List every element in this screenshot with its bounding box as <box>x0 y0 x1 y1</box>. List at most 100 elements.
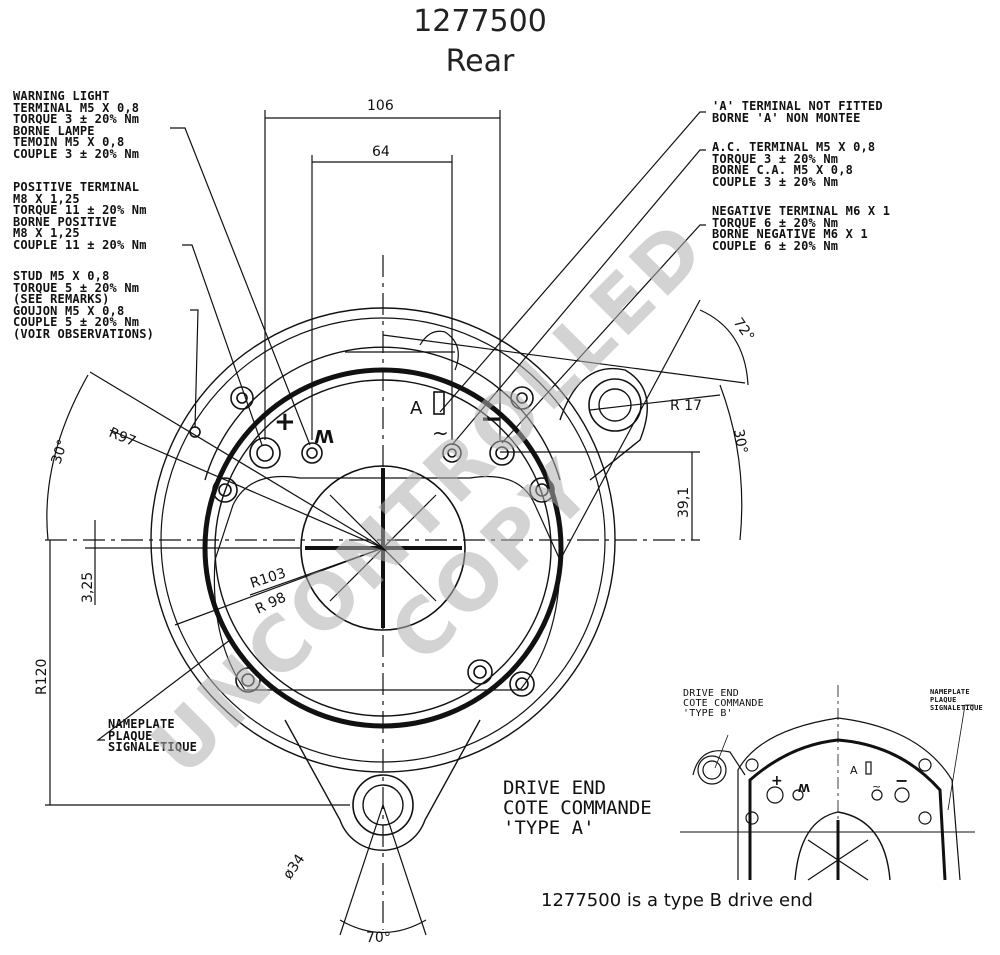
warning-light-note: WARNING LIGHT TERMINAL M5 X 0,8 TORQUE 3… <box>13 89 140 161</box>
negative-terminal-note: NEGATIVE TERMINAL M6 X 1 TORQUE 6 ± 20% … <box>712 204 891 253</box>
nameplate-leader <box>96 639 231 741</box>
positive-leader <box>182 244 263 446</box>
bolt-bottom-mid-inner <box>473 665 487 679</box>
inset-ac-terminal <box>871 789 883 801</box>
negative-terminal <box>489 440 515 466</box>
dim-106-label: 106 <box>367 98 394 114</box>
w-symbol: W <box>314 425 334 446</box>
bottom-lug <box>284 719 481 851</box>
ac-terminal-note: A.C. TERMINAL M5 X 0,8 TORQUE 3 ± 20% Nm… <box>712 140 876 189</box>
angle-30-left-label: 30° <box>49 438 72 467</box>
right-hole <box>598 388 632 422</box>
bolt-top-right <box>510 386 534 410</box>
r103-label: R103 <box>248 565 288 591</box>
inset-bolt-3 <box>745 811 759 825</box>
inset-plus-symbol: + <box>771 773 783 789</box>
angle-72-label: 72° <box>730 315 757 345</box>
inset-bolt-4 <box>918 811 932 825</box>
angle-30-left-line <box>89 371 384 549</box>
r97-leader <box>109 429 384 549</box>
right-lug <box>559 367 648 481</box>
dia34-label: ø34 <box>280 851 308 882</box>
housing-outer-circle <box>150 307 616 773</box>
bolt-bottom-right <box>509 671 535 697</box>
inset-lug <box>692 750 746 776</box>
inset-nameplate-label: NAMEPLATE PLAQUE SIGNALETIQUE <box>930 688 983 712</box>
dim-64-label: 64 <box>372 144 390 160</box>
warning-leader <box>170 127 311 446</box>
drive-end-type-a: DRIVE END COTE COMMANDE 'TYPE A' <box>503 777 652 839</box>
r97-label: R97 <box>107 425 139 450</box>
a-symbol: A <box>410 398 423 419</box>
top-boss <box>419 330 459 371</box>
positive-terminal-note: POSITIVE TERMINAL M8 X 1,25 TORQUE 11 ± … <box>13 180 147 252</box>
inset-ring <box>748 738 947 881</box>
mounting-hole-outer <box>352 774 414 836</box>
inset-rotor-slot-d2 <box>807 839 869 881</box>
inset-nameplate-leader <box>947 704 975 811</box>
inset-drawing <box>680 685 975 881</box>
a-terminal-leader <box>439 111 706 413</box>
inset-a-slot <box>865 761 872 775</box>
stud-leader <box>190 309 199 429</box>
angle-72-line <box>559 299 701 561</box>
negative-leader <box>501 224 706 444</box>
inset-a-symbol: A <box>850 764 858 777</box>
bolt-right <box>529 477 555 503</box>
r17-label: R 17 <box>670 398 702 414</box>
bolt-bottom-left <box>235 667 261 693</box>
bolt-bottom-left-inner <box>241 673 255 687</box>
plus-symbol: + <box>274 407 296 437</box>
positive-terminal-inner <box>256 444 274 462</box>
inset-w-symbol: W <box>798 781 810 794</box>
ac-terminal-inner <box>447 448 457 458</box>
bolt-left <box>212 477 238 503</box>
inset-bolt-2 <box>918 758 932 772</box>
dim-325-label: 3,25 <box>80 572 96 603</box>
mounting-hole <box>362 784 404 826</box>
stud-note: STUD M5 X 0,8 TORQUE 5 ± 20% Nm (SEE REM… <box>13 269 155 341</box>
inset-negative-terminal <box>894 787 910 803</box>
part-number-title: 1277500 <box>413 4 547 39</box>
ac-symbol: ~ <box>432 421 449 445</box>
upper-arc <box>204 346 561 481</box>
inset-lug-hole <box>697 755 727 785</box>
a-terminal-note: 'A' TERMINAL NOT FITTED BORNE 'A' NON MO… <box>712 99 883 125</box>
view-title: Rear <box>445 44 515 79</box>
inset-positive-terminal <box>766 786 784 804</box>
angle-70-label: 70° <box>366 930 391 946</box>
rotor-circle <box>300 465 466 631</box>
inset-rotor <box>794 811 891 881</box>
negative-terminal-inner <box>495 446 509 460</box>
inset-minus-symbol: − <box>895 771 908 790</box>
minus-symbol: − <box>480 402 503 435</box>
angle-30-left-arc <box>46 374 89 541</box>
inset-drive-end-label: DRIVE END COTE COMMANDE 'TYPE B' <box>683 688 764 719</box>
bolt-top-right-inner <box>516 392 528 404</box>
angle-72-arc <box>699 309 749 386</box>
housing-circle <box>160 317 606 763</box>
bolt-top-left <box>230 386 254 410</box>
nameplate-note: NAMEPLATE PLAQUE SIGNALETIQUE <box>108 717 198 755</box>
angle-30-right-label: 30° <box>730 428 750 455</box>
angle-30-right-arc <box>719 384 743 541</box>
bolt-top-left-inner <box>236 392 248 404</box>
angle-30-right-line <box>382 334 746 384</box>
right-hole-outer <box>588 378 642 432</box>
r120-label: R120 <box>34 659 50 695</box>
inset-bolt-1 <box>745 758 759 772</box>
bolt-bottom-mid <box>467 659 493 685</box>
inset-ac-symbol: ~ <box>872 780 881 793</box>
bolt-bottom-right-inner <box>515 677 529 691</box>
ac-terminal <box>442 443 462 463</box>
inset-w-terminal <box>792 789 804 801</box>
angle-70-arc <box>339 919 427 934</box>
inset-drive-leader <box>714 734 729 769</box>
angle-line-left <box>339 804 384 936</box>
bolt-right-inner <box>535 483 549 497</box>
cover-plate <box>213 475 561 691</box>
r17-leader <box>589 394 721 411</box>
inset-lug-hole-inner <box>702 760 722 780</box>
dim-391-label: 39,1 <box>676 487 692 518</box>
